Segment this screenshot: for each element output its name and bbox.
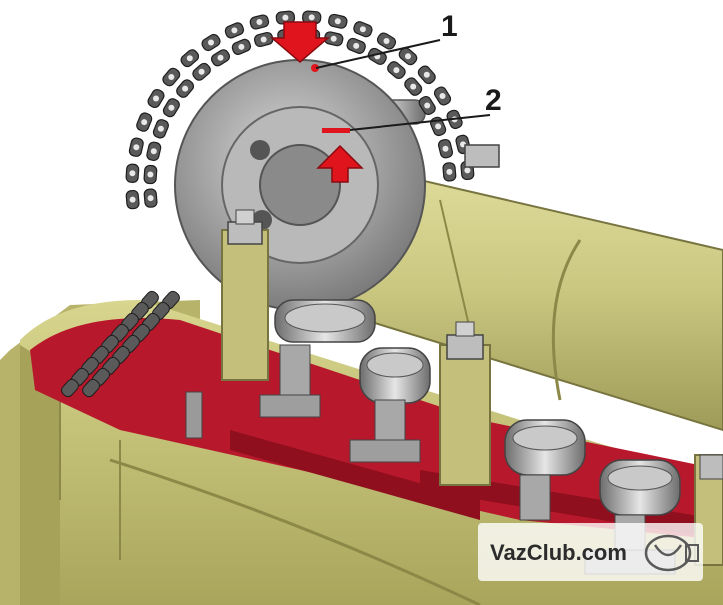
chain-pin (308, 14, 315, 21)
vaz-logo-icon (644, 534, 699, 572)
chain-pin (182, 85, 189, 92)
chain-pin (133, 144, 140, 151)
up-arrow-icon (316, 144, 364, 183)
chain-pin (147, 171, 154, 178)
callout-label-1: 1 (441, 10, 458, 43)
callout-1-leader (315, 39, 441, 69)
camshaft-sprocket (174, 59, 426, 311)
chain-pin (393, 67, 400, 74)
chain-pin (150, 148, 157, 155)
watermark-text: VazClub.com (490, 540, 627, 565)
timing-chain (61, 10, 475, 398)
chain-pin (157, 125, 164, 132)
chain-link (61, 378, 79, 398)
chain-pin (168, 74, 175, 80)
chain-pin (282, 14, 289, 21)
chain-pin (129, 196, 136, 203)
chain-pin (186, 55, 193, 62)
chain-pin (141, 119, 148, 126)
chain-pin (423, 71, 430, 78)
chain-pin (334, 18, 341, 25)
chain-pin (129, 170, 136, 177)
watermark: VazClub.com (478, 523, 703, 581)
mounting-nuts (185, 144, 723, 566)
chain-pin (330, 35, 337, 42)
chain-pin (435, 123, 442, 130)
chain-pin (208, 39, 214, 46)
chain-pin (383, 38, 390, 44)
housing-timing-mark (322, 128, 350, 133)
chain-pin (147, 195, 154, 202)
chain-pin (424, 102, 431, 109)
chain-pin (238, 43, 245, 50)
sprocket-timing-mark (311, 64, 319, 72)
chain-pin (353, 42, 360, 49)
down-arrow-icon (269, 21, 331, 63)
chain-pin (168, 104, 175, 111)
chain-link (82, 378, 100, 398)
chain-pin (464, 167, 471, 174)
chain-pin (198, 68, 205, 75)
chain-pin (153, 95, 159, 102)
chain-pin (217, 54, 224, 61)
chain-pin (410, 83, 417, 90)
chain-pin (439, 93, 446, 99)
callout-2-leader (349, 114, 491, 131)
callout-label-2: 2 (485, 84, 502, 117)
rocker-arms (274, 299, 681, 516)
chain-pin (359, 26, 366, 33)
chain-pin (446, 168, 453, 175)
chain-pin (405, 53, 411, 60)
chain-pin (231, 27, 238, 34)
chain-pin (260, 36, 267, 43)
chain-pin (256, 19, 263, 25)
chain-pin (442, 145, 449, 152)
